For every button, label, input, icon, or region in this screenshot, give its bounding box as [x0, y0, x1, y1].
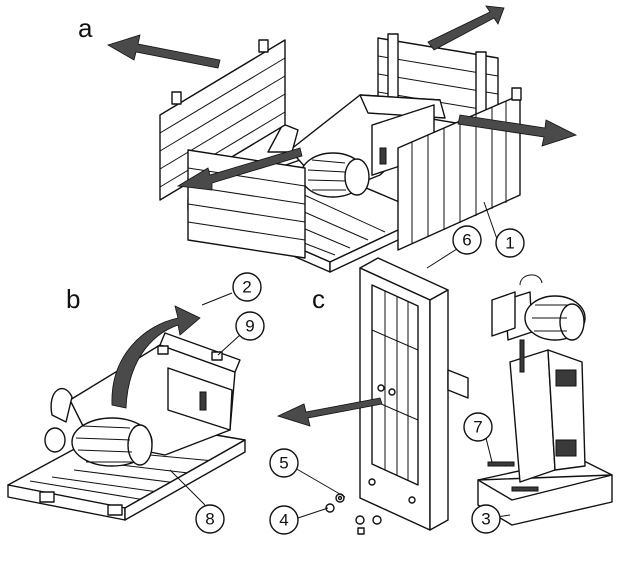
bolts: [325, 493, 382, 535]
remove-arrow-top: [427, 5, 505, 51]
callout-5-label: 5: [279, 454, 288, 473]
callout-2: 2: [232, 272, 262, 302]
callout-7: 7: [463, 412, 493, 442]
leader-8: [169, 469, 206, 506]
panel-a: a: [78, 5, 578, 273]
push-arrow: [276, 397, 383, 427]
leader-6: [426, 246, 461, 269]
callout-6: 6: [452, 225, 482, 255]
callout-9-label: 9: [245, 317, 254, 336]
callout-1: 1: [495, 228, 525, 258]
callout-3: 3: [471, 504, 501, 534]
machine-on-base: [477, 274, 613, 526]
callout-8: 8: [195, 504, 225, 534]
step-label-c: c: [312, 284, 325, 314]
remove-arrow-left: [107, 34, 221, 69]
step-label-a: a: [78, 13, 93, 43]
panel-b: b: [7, 284, 246, 521]
panel-c: c: [276, 246, 613, 535]
leader-1: [483, 201, 499, 243]
leader-4: [297, 507, 329, 519]
machine-on-pallet: [44, 332, 241, 467]
callout-2-label: 2: [242, 278, 251, 297]
callout-9: 9: [235, 311, 265, 341]
remove-arrow-right: [457, 114, 578, 147]
remove-arrow-front: [176, 147, 303, 191]
callout-4-label: 4: [279, 511, 288, 530]
mounting-frame: [359, 257, 469, 531]
callout-6-label: 6: [462, 231, 471, 250]
callout-4: 4: [269, 505, 299, 535]
callout-1-label: 1: [505, 234, 514, 253]
callout-5: 5: [269, 448, 299, 478]
lift-arrow: [111, 305, 201, 409]
crate-right-panel: [397, 87, 522, 251]
callout-8-label: 8: [205, 510, 214, 529]
leader-7: [485, 437, 493, 463]
callout-7-label: 7: [473, 418, 482, 437]
leader-5: [294, 467, 346, 498]
step-label-b: b: [66, 284, 80, 314]
callout-3-label: 3: [481, 510, 490, 529]
leader-2: [201, 292, 233, 306]
leader-9: [217, 334, 241, 356]
